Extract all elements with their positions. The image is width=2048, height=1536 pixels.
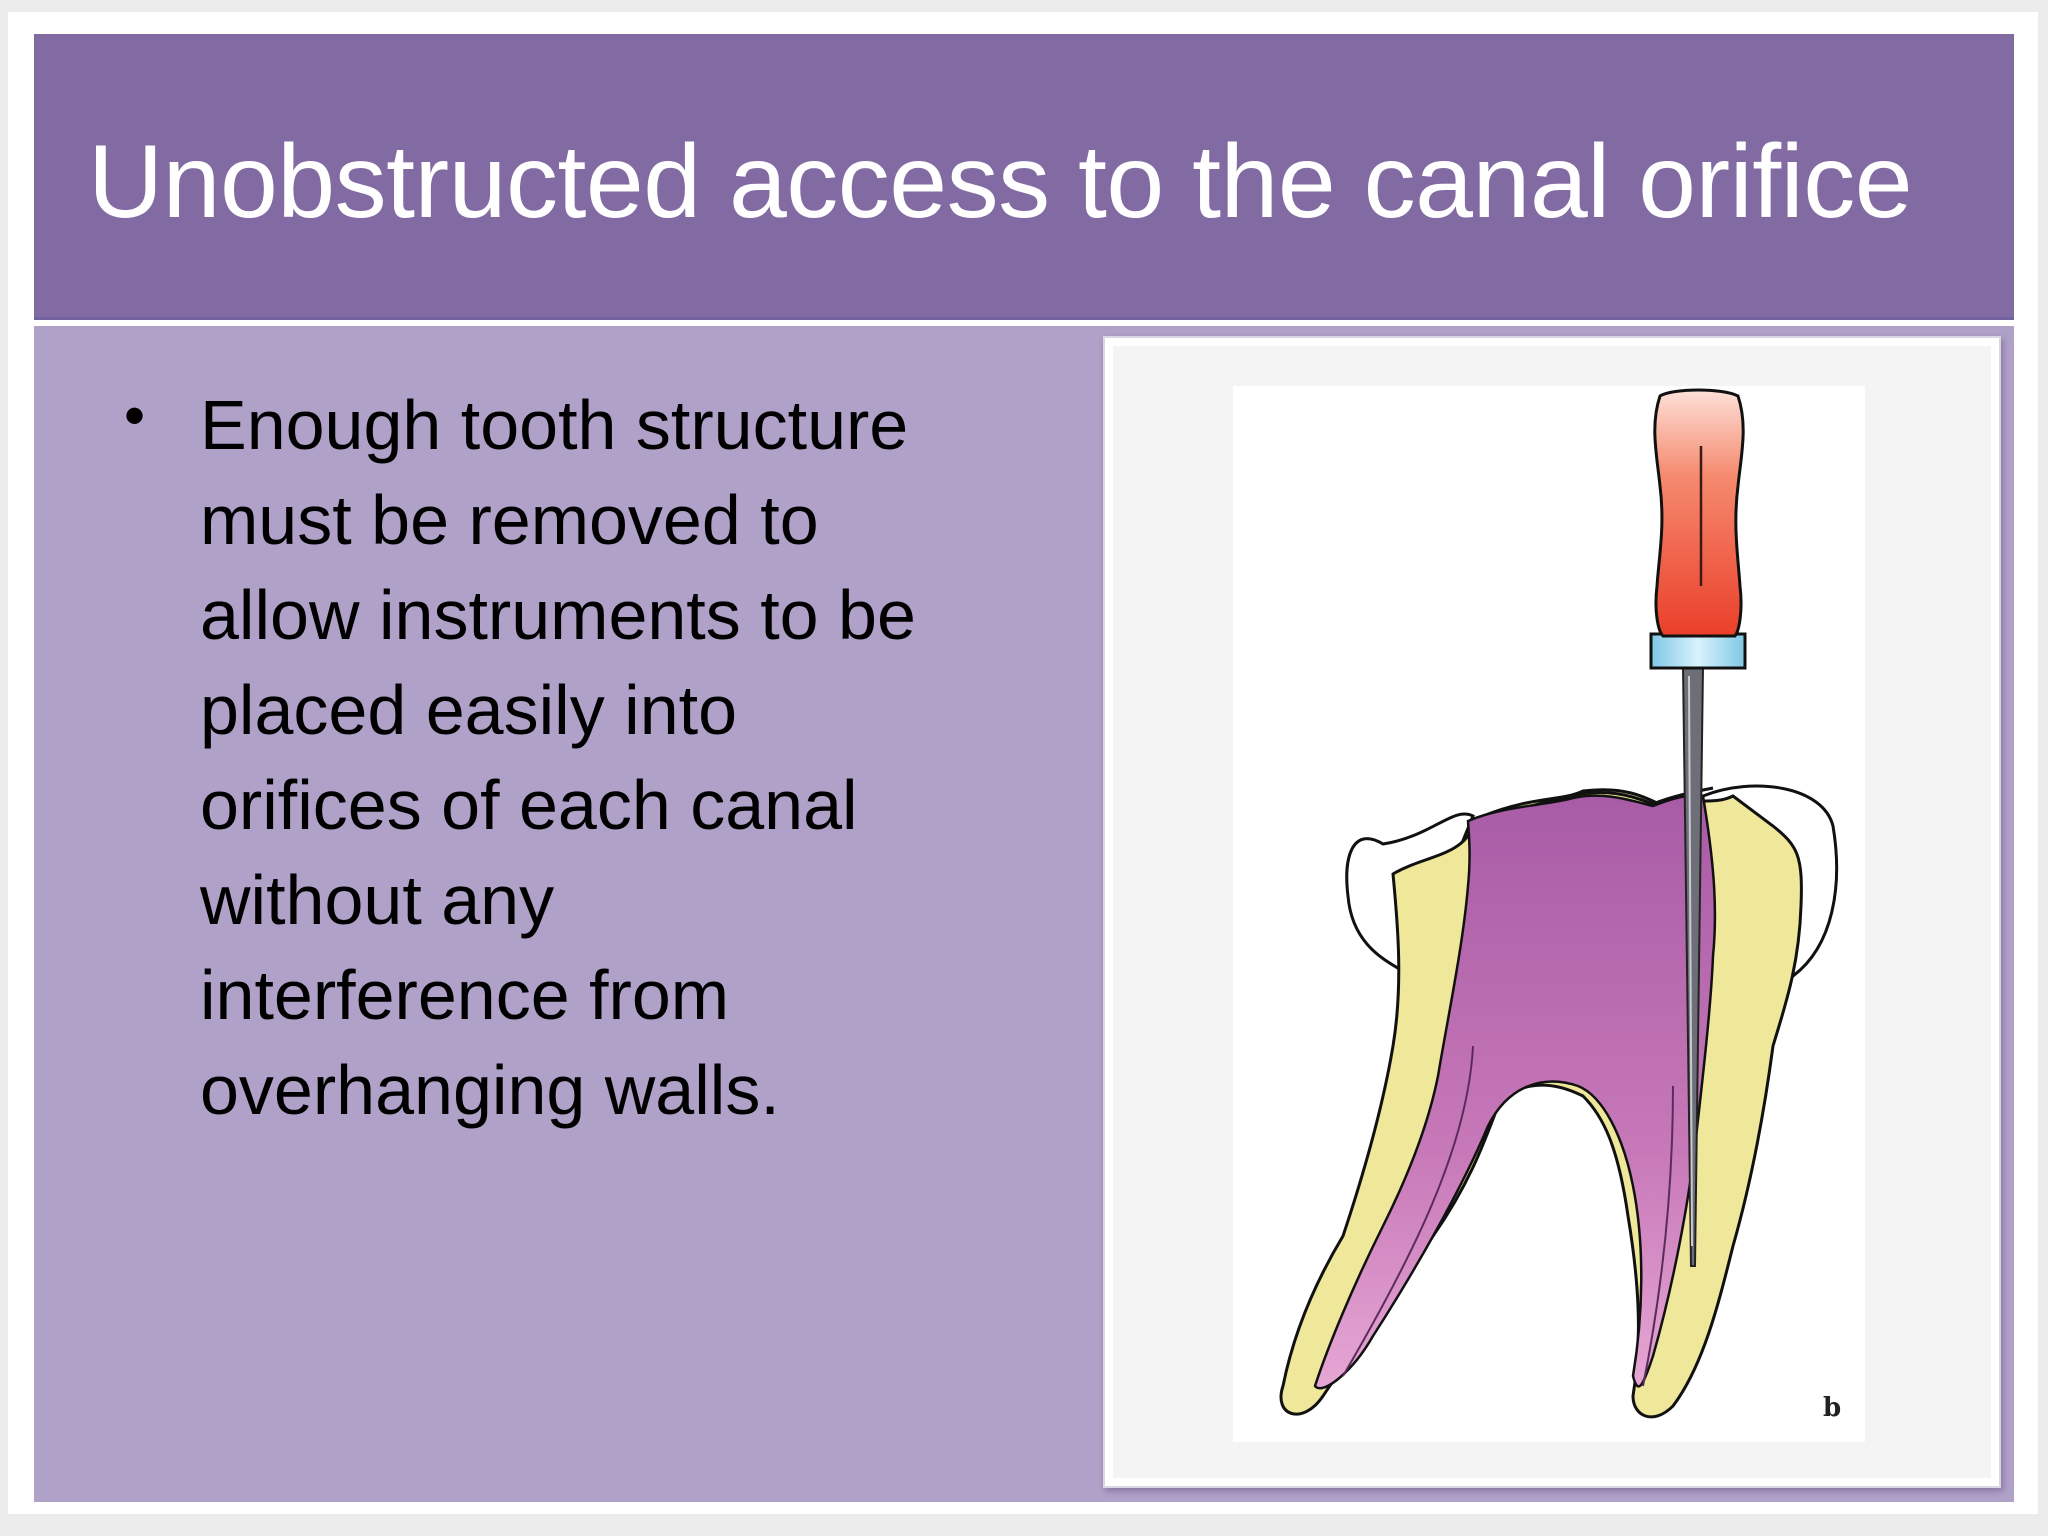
file-shaft-highlight (1688, 675, 1693, 1247)
bullet-line: allow instruments to be (200, 576, 916, 654)
slide-title: Unobstructed access to the canal orifice (88, 124, 1913, 240)
bullet-line: placed easily into (200, 671, 737, 749)
tooth-illustration: b (1233, 386, 1865, 1442)
bullet-item: • Enough tooth structure must be removed… (90, 378, 1010, 1138)
file-handle-icon (1653, 388, 1745, 638)
bullet-line: interference from (200, 956, 730, 1034)
figure-label: b (1823, 1393, 1841, 1423)
image-background: b (1113, 346, 1991, 1478)
image-frame: b (1103, 336, 2001, 1488)
tooth-diagram-svg: b (1279, 388, 1841, 1423)
rubber-stopper-icon (1649, 632, 1747, 670)
bullet-line: must be removed to (200, 481, 819, 559)
canal-line (1642, 1085, 1674, 1387)
bullet-list: • Enough tooth structure must be removed… (90, 378, 1010, 1138)
bullet-line: Enough tooth structure (200, 386, 909, 464)
bullet-marker: • (124, 382, 146, 449)
bullet-line: overhanging walls. (200, 1051, 780, 1129)
canal-line (1342, 1045, 1474, 1377)
title-bar: Unobstructed access to the canal orifice (34, 34, 2014, 320)
bullet-line: without any (200, 861, 555, 939)
bullet-line: orifices of each canal (200, 766, 858, 844)
